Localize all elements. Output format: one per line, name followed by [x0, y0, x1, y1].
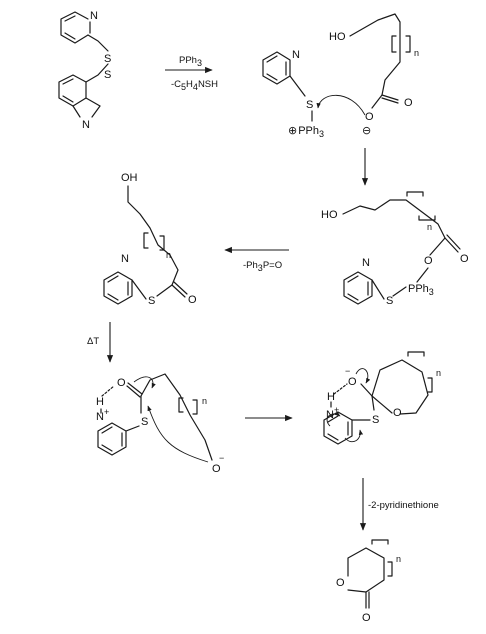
step3-arrow: -Ph3P=O — [224, 246, 289, 273]
step1-reagent: PPh3 — [179, 55, 202, 68]
repeat-n: n — [202, 396, 207, 406]
tetrahedral-intermediate: n O O − H S N+ — [323, 351, 441, 445]
atom-n: N — [362, 257, 370, 269]
lactone-product: n O O — [336, 539, 401, 624]
atom-o: O — [404, 97, 413, 109]
repeat-n: n — [427, 222, 432, 232]
atom-ho: HO — [329, 31, 346, 43]
acyloxy-pph3: PPh3 — [408, 283, 434, 297]
atom-o: O — [362, 612, 371, 624]
step1-byproduct: -C5H4NSH — [171, 79, 218, 92]
carboxylate-charge: ⊖ — [362, 125, 371, 137]
atom-o: O — [336, 577, 345, 589]
atom-h: H — [327, 391, 335, 403]
repeat-n: n — [436, 368, 441, 378]
step6-arrow: -2-pyridinethione — [359, 478, 439, 531]
atom-s: S — [148, 295, 155, 307]
atom-ho: HO — [321, 209, 338, 221]
dipyridyl-disulfide: N S S N — [58, 10, 111, 131]
atom-o: O — [348, 376, 357, 388]
atom-s: S — [372, 414, 379, 426]
atom-n: N — [90, 10, 98, 22]
step1-arrow: PPh3 -C5H4NSH — [165, 55, 218, 92]
atom-s: S — [104, 69, 111, 81]
repeat-n: n — [414, 48, 419, 58]
atom-n-plus: N+ — [326, 405, 339, 421]
phosphonium-carboxylate-pair: N S ⊕PPh3 HO n O O ⊖ — [262, 13, 419, 139]
oxide-charge: − — [345, 366, 350, 376]
atom-h: H — [96, 396, 104, 408]
phosphonium-pph3: ⊕PPh3 — [288, 125, 324, 139]
step4-arrow: ΔT — [87, 322, 114, 363]
atom-s: S — [306, 99, 313, 111]
atom-o: O — [365, 111, 374, 123]
atom-oh: OH — [121, 172, 138, 184]
atom-n: N — [292, 49, 300, 61]
atom-s: S — [386, 295, 393, 307]
repeat-n: n — [396, 554, 401, 564]
atom-o: O — [460, 253, 469, 265]
atom-n-plus: N+ — [96, 407, 109, 423]
atom-o: O — [117, 377, 126, 389]
atom-o: O — [393, 407, 402, 419]
atom-s: S — [104, 53, 111, 65]
acyloxyphosphonium-intermediate: HO n O O PPh3 S N — [321, 191, 469, 307]
atom-o: O — [424, 255, 433, 267]
alkoxide-charge: − — [219, 453, 224, 463]
step4-condition: ΔT — [87, 336, 99, 347]
pyridyl-thioester: OH n O S N — [103, 172, 197, 307]
step6-byproduct: -2-pyridinethione — [368, 500, 439, 511]
atom-o: O — [188, 294, 197, 306]
atom-n: N — [82, 119, 90, 131]
repeat-n: n — [166, 250, 171, 260]
atom-n: N — [121, 253, 129, 265]
atom-s: S — [141, 416, 148, 428]
protonated-thioester-alkoxide: H O n O − S N+ — [96, 373, 224, 475]
atom-o: O — [212, 463, 221, 475]
step3-byproduct: -Ph3P=O — [243, 260, 282, 273]
